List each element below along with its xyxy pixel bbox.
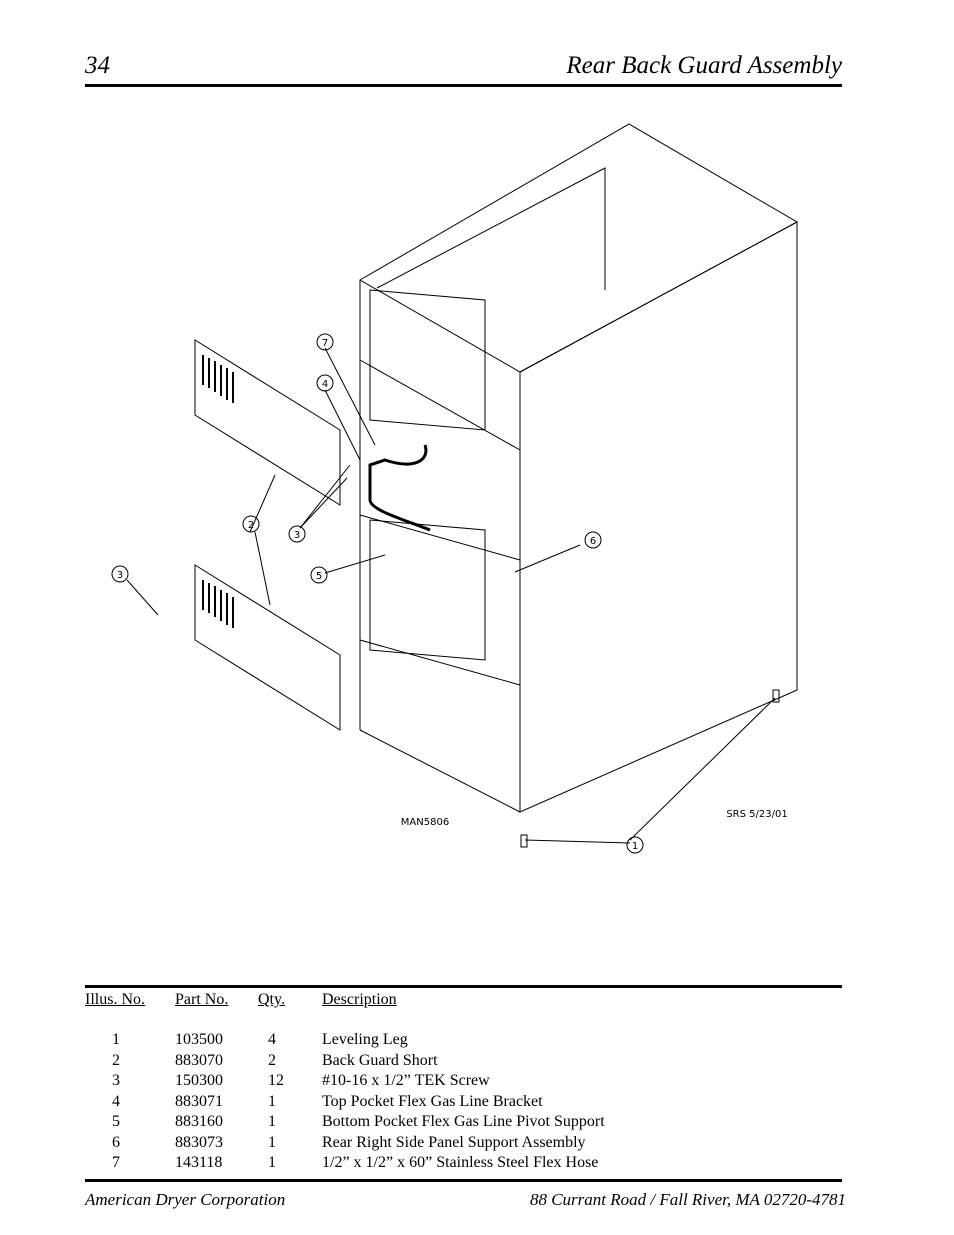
table-row: 7 143118 1 1/2” x 1/2” x 60” Stainless S… [85,1153,605,1174]
cell-qty: 2 [268,1051,276,1069]
cell-desc: #10-16 x 1/2” TEK Screw [322,1072,490,1090]
leveling-leg [520,834,528,848]
cell-illus: 5 [112,1113,120,1131]
callout-3: 3 [294,530,300,541]
cell-qty: 1 [268,1133,276,1151]
callout-5: 5 [316,571,322,582]
cabinet-top [359,123,799,373]
page-number: 34 [85,52,110,79]
cell-part: 883070 [175,1051,223,1069]
cell-illus: 2 [112,1051,120,1069]
leveling-leg [772,689,780,703]
col-header-illus: Illus. No. [85,991,145,1008]
col-header-desc: Description [322,991,397,1008]
cell-part: 883160 [175,1113,223,1131]
cell-part: 883073 [175,1133,223,1151]
callout-7: 7 [322,338,328,349]
drawing-number: MAN5806 [401,817,449,828]
footer-address: 88 Currant Road / Fall River, MA 02720-4… [529,1190,846,1209]
table-row: 4 883071 1 Top Pocket Flex Gas Line Brac… [85,1092,605,1113]
cell-desc: Top Pocket Flex Gas Line Bracket [322,1092,543,1110]
back-guard-lower [194,564,341,731]
cell-desc: Rear Right Side Panel Support Assembly [322,1133,586,1151]
footer-rule [85,1179,842,1182]
col-header-qty: Qty. [258,991,285,1008]
table-header-row: Illus. No. Part No. Qty. Description [85,990,605,1010]
cell-qty: 12 [268,1072,284,1090]
back-guard-upper [194,339,341,506]
cell-desc: Leveling Leg [322,1031,408,1049]
callout-4: 4 [322,379,328,390]
table-top-rule [85,985,842,988]
table-row: 2 883070 2 Back Guard Short [85,1051,605,1072]
cell-illus: 1 [112,1031,120,1049]
callout-3-left: 3 [117,570,123,581]
cell-desc: 1/2” x 1/2” x 60” Stainless Steel Flex H… [322,1154,599,1172]
cell-qty: 1 [268,1113,276,1131]
callout-1: 1 [632,841,638,852]
header-rule [85,84,842,87]
callout-2: 2 [248,520,254,531]
table-row: 1 103500 4 Leveling Leg [85,1030,605,1051]
cell-qty: 1 [268,1092,276,1110]
cell-qty: 1 [268,1154,276,1172]
drafter-signature: SRS 5/23/01 [726,809,787,820]
cell-qty: 4 [268,1031,276,1049]
exploded-view-svg: 7 4 3 2 5 3 6 1 MAN5806 SRS 5/23/01 [111,123,799,854]
table-row: 3 150300 12 #10-16 x 1/2” TEK Screw [85,1071,605,1092]
flex-hose [368,444,431,532]
table-row: 6 883073 1 Rear Right Side Panel Support… [85,1133,605,1154]
cell-illus: 3 [112,1072,120,1090]
callout-6: 6 [590,536,596,547]
cell-part: 150300 [175,1072,223,1090]
footer-company: American Dryer Corporation [85,1190,286,1209]
page-title: Rear Back Guard Assembly [566,52,842,79]
cell-desc: Bottom Pocket Flex Gas Line Pivot Suppor… [322,1113,605,1131]
table-row: 5 883160 1 Bottom Pocket Flex Gas Line P… [85,1112,605,1133]
col-header-part: Part No. [175,991,229,1008]
cell-part: 883071 [175,1092,223,1110]
page-header: 34 Rear Back Guard Assembly [85,50,842,86]
cell-illus: 7 [112,1154,120,1172]
parts-table: Illus. No. Part No. Qty. Description 1 1… [85,990,842,1174]
cell-illus: 4 [112,1092,120,1110]
cell-part: 143118 [175,1154,223,1172]
cell-illus: 6 [112,1133,120,1151]
assembly-drawing: 7 4 3 2 5 3 6 1 MAN5806 SRS 5/23/01 [85,100,842,960]
cell-part: 103500 [175,1031,223,1049]
side-panel [519,221,798,813]
cell-desc: Back Guard Short [322,1051,438,1069]
